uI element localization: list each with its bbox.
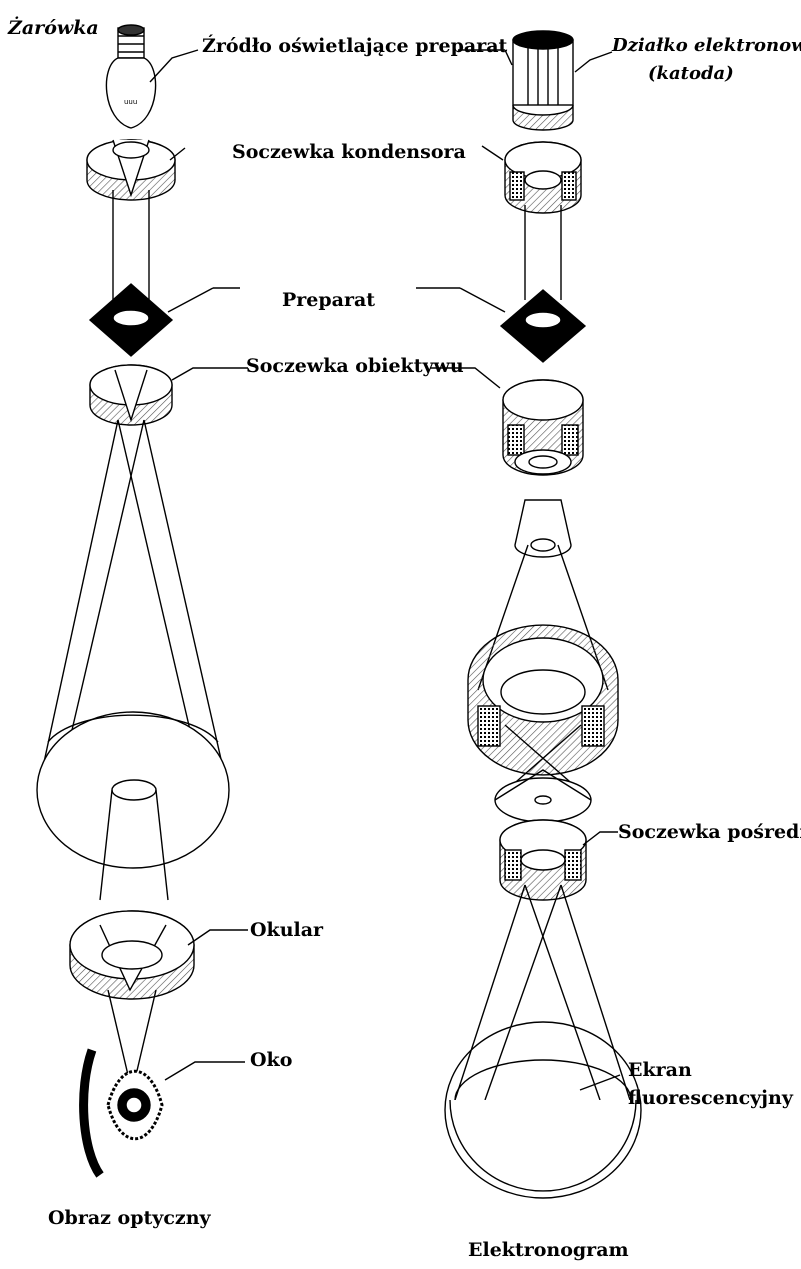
label-zarowka: Żarówka [8, 18, 99, 39]
eye-icon [84, 1050, 162, 1175]
bulb-icon: uuu [106, 25, 155, 128]
electron-gun-icon [513, 31, 573, 130]
label-ekran-2: fluorescencyjny [628, 1088, 793, 1109]
svg-text:uuu: uuu [124, 98, 137, 106]
intermediate-image-optical [37, 712, 229, 900]
objective-lens-electron [503, 380, 583, 475]
eyepiece-lens [70, 911, 194, 999]
label-kondensor: Soczewka kondensora [232, 142, 466, 163]
label-posrednia: Soczewka pośrednia [618, 822, 801, 843]
objective-lens-optical [90, 365, 172, 425]
specimen-electron [501, 290, 585, 362]
label-okular: Okular [250, 920, 323, 941]
projector-lens-electron [468, 625, 618, 775]
specimen-optical [90, 284, 172, 356]
label-ekran-1: Ekran [628, 1060, 692, 1081]
condenser-lens-electron [505, 142, 581, 213]
label-obraz: Obraz optyczny [48, 1208, 211, 1229]
fluorescent-screen [445, 1022, 641, 1198]
label-dzialko: Działko elektronowe [612, 36, 801, 56]
label-zrodlo: Źródło oświetlające preparat [202, 36, 507, 57]
label-oko: Oko [250, 1050, 292, 1071]
condenser-lens-optical [87, 140, 175, 200]
label-preparat: Preparat [282, 290, 375, 311]
intermediate-lens-electron [495, 770, 591, 900]
label-obiektyw: Soczewka obiektywu [246, 356, 464, 377]
label-katoda: (katoda) [648, 64, 734, 84]
label-elektronogram: Elektronogram [468, 1240, 629, 1261]
